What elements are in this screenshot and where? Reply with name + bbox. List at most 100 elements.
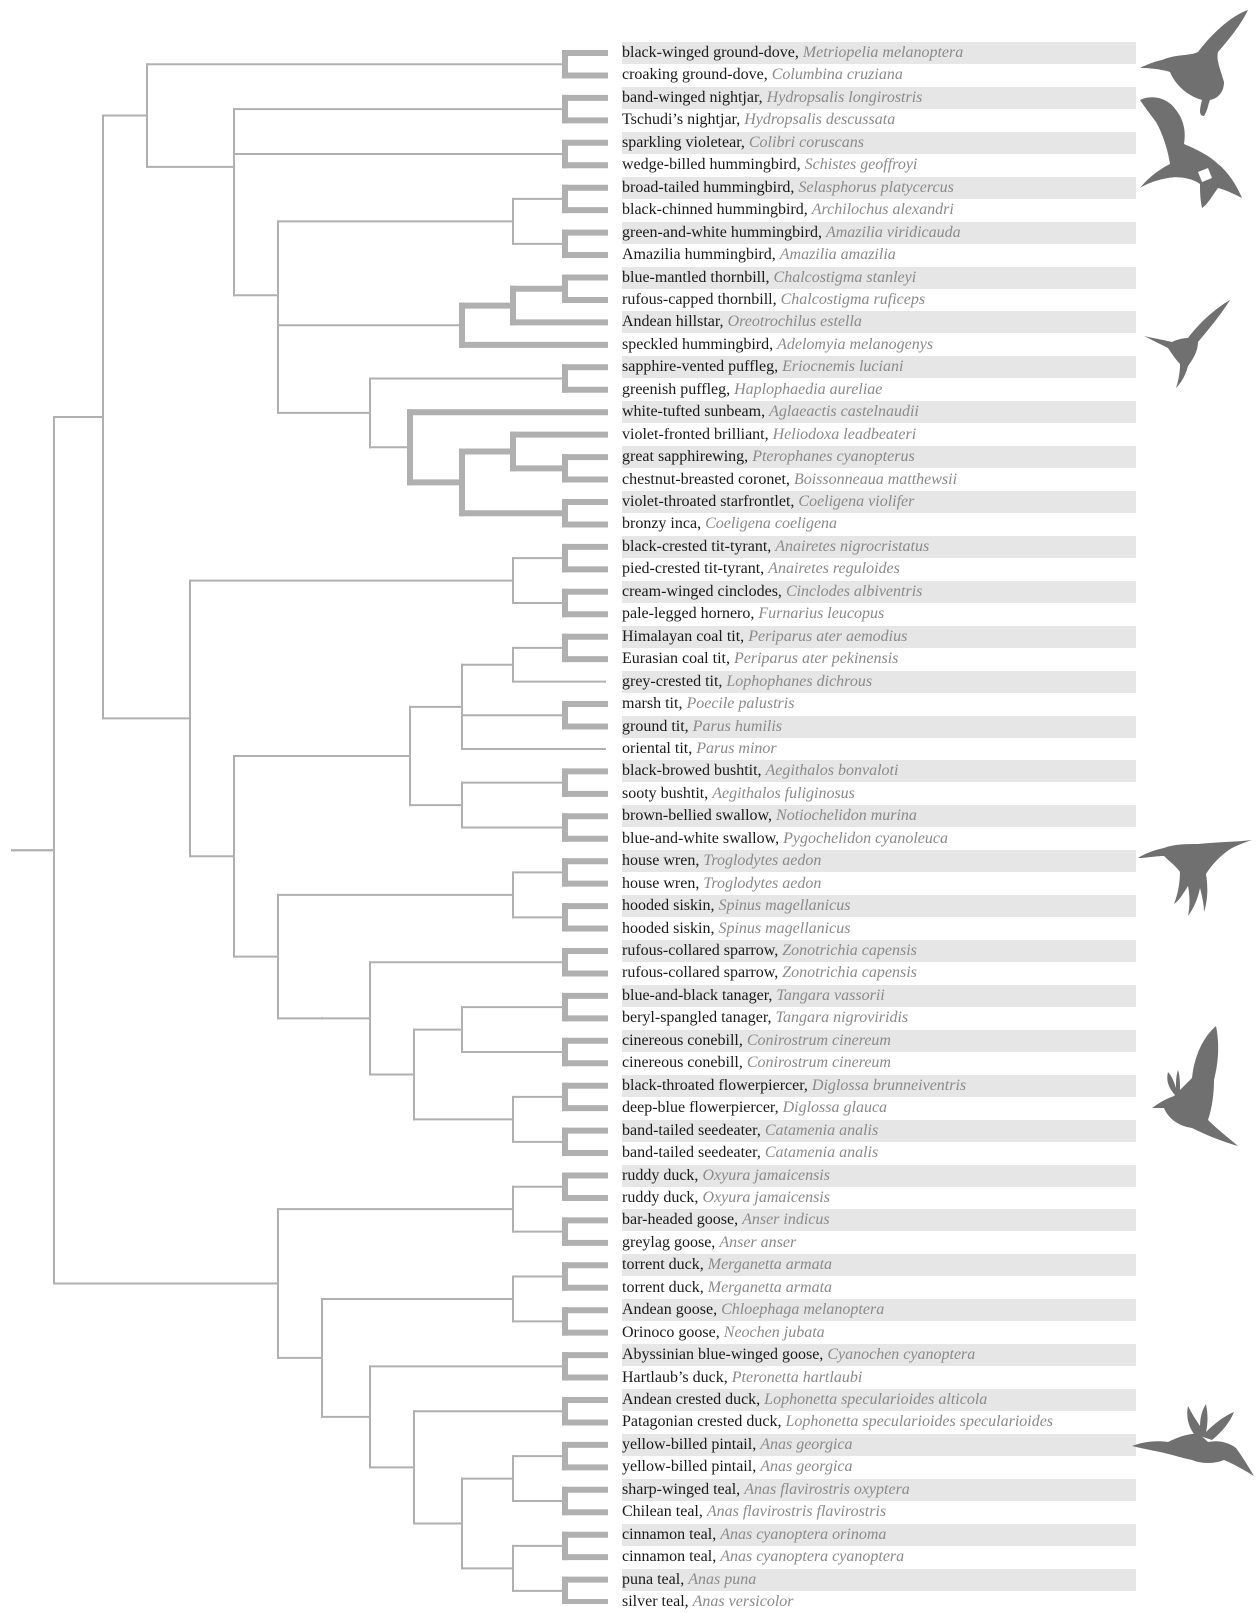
common-name: speckled hummingbird, — [622, 335, 778, 353]
tip-label: black-winged ground-dove, Metriopelia me… — [622, 42, 963, 64]
tip-label: Andean crested duck, Lophonetta specular… — [622, 1389, 987, 1411]
tip-row-band — [622, 1568, 1136, 1591]
scientific-name: Merganetta armata — [707, 1256, 833, 1274]
common-name: Tschudi’s nightjar, — [622, 111, 745, 129]
tip-row-band — [622, 850, 1136, 873]
scientific-name: Lophophanes dichrous — [726, 672, 873, 690]
scientific-name: Cinclodes albiventris — [785, 582, 923, 600]
tip-label: rufous-collared sparrow, Zonotrichia cap… — [622, 940, 917, 962]
common-name: cinereous conebill, — [622, 1054, 747, 1072]
scientific-name: Anairetes nigrocristatus — [775, 537, 930, 555]
scientific-name: Poecile palustris — [686, 695, 795, 713]
tip-row-band — [622, 940, 1136, 962]
tip-label: blue-and-white swallow, Pygochelidon cya… — [622, 828, 948, 850]
tip-row-band — [622, 715, 1136, 738]
tip-label: Eurasian coal tit, Periparus ater pekine… — [622, 648, 898, 670]
tip-row-band — [622, 625, 1136, 648]
tip-label: green-and-white hummingbird, Amazilia vi… — [622, 222, 961, 244]
common-name: Himalayan coal tit, — [622, 627, 749, 645]
common-name: cinereous conebill, — [622, 1031, 747, 1049]
common-name: deep-blue flowerpiercer, — [622, 1099, 783, 1117]
common-name: violet-throated starfrontlet, — [622, 493, 799, 510]
common-name: Amazilia hummingbird, — [622, 246, 780, 264]
scientific-name: Anas flavirostris oxyptera — [744, 1480, 910, 1498]
scientific-name: Amazilia amazilia — [779, 246, 896, 264]
common-name: Hartlaub’s duck, — [622, 1368, 732, 1386]
common-name: violet-fronted brilliant, — [622, 425, 773, 443]
tip-row-band — [622, 760, 1136, 783]
scientific-name: Schistes geoffroyi — [804, 156, 918, 174]
common-name: band-tailed seedeater, — [622, 1121, 765, 1139]
tip-label: grey-crested tit, Lophophanes dichrous — [622, 671, 872, 693]
common-name: puna teal, — [622, 1570, 689, 1588]
tip-label: silver teal, Anas versicolor — [622, 1591, 794, 1613]
common-name: house wren, — [622, 852, 704, 870]
tip-label: oriental tit, Parus minor — [622, 738, 777, 760]
scientific-name: Zonotrichia capensis — [782, 964, 917, 982]
common-name: ruddy duck, — [622, 1166, 703, 1184]
scientific-name: Periparus ater pekinensis — [733, 650, 899, 668]
tip-row-band — [622, 446, 1136, 469]
scientific-name: Furnarius leucopus — [758, 605, 885, 623]
tip-label: Chilean teal, Anas flavirostris flaviros… — [622, 1501, 886, 1523]
common-name: wedge-billed hummingbird, — [622, 156, 805, 174]
tip-label: Himalayan coal tit, Periparus ater aemod… — [622, 626, 907, 648]
scientific-name: Parus humilis — [692, 717, 783, 735]
tip-label: band-winged nightjar, Hydropsalis longir… — [622, 87, 922, 109]
tip-row-band — [622, 1523, 1136, 1546]
scientific-name: Spinus magellanicus — [718, 919, 851, 937]
common-name: Patagonian crested duck, — [622, 1413, 786, 1431]
tip-label: sparkling violetear, Colibri coruscans — [622, 132, 864, 154]
common-name: blue-mantled thornbill, — [622, 268, 774, 286]
common-name: ruddy duck, — [622, 1188, 703, 1206]
common-name: beryl-spangled tanager, — [622, 1009, 776, 1027]
tip-label: cinereous conebill, Conirostrum cinereum — [622, 1052, 891, 1074]
scientific-name: Diglossa glauca — [782, 1099, 888, 1117]
common-name: yellow-billed pintail, — [622, 1435, 761, 1453]
tip-label: greylag goose, Anser anser — [622, 1232, 796, 1254]
common-name: ground tit, — [622, 717, 693, 735]
scientific-name: Anas cyanoptera orinoma — [720, 1525, 887, 1543]
common-name: blue-and-white swallow, — [622, 829, 784, 847]
tip-label: rufous-collared sparrow, Zonotrichia cap… — [622, 962, 917, 984]
common-name: rufous-collared sparrow, — [622, 964, 783, 982]
scientific-name: Anas puna — [688, 1570, 757, 1588]
scientific-name: Haplophaedia aureliae — [734, 380, 883, 398]
scientific-name: Diglossa brunneiventris — [811, 1076, 967, 1094]
common-name: marsh tit, — [622, 695, 687, 713]
scientific-name: Periparus ater aemodius — [748, 627, 908, 645]
common-name: chestnut-breasted coronet, — [622, 470, 794, 488]
scientific-name: Neochen jubata — [723, 1323, 825, 1341]
common-name: silver teal, — [622, 1593, 693, 1611]
scientific-name: Aglaeactis castelnaudii — [769, 403, 919, 421]
common-name: black-browed bushtit, — [622, 762, 766, 780]
tip-label: Amazilia hummingbird, Amazilia amazilia — [622, 244, 896, 266]
scientific-name: Hydropsalis longirostris — [766, 88, 923, 106]
tip-row-band — [622, 311, 1136, 334]
tip-row-band — [622, 42, 1136, 64]
scientific-name: Boissonneaua matthewsii — [793, 470, 958, 488]
tip-label: brown-bellied swallow, Notiochelidon mur… — [622, 805, 917, 827]
tip-label: house wren, Troglodytes aedon — [622, 873, 821, 895]
common-name: sharp-winged teal, — [622, 1480, 745, 1498]
tip-label: black-throated flowerpiercer, Diglossa b… — [622, 1075, 966, 1097]
scientific-name: Troglodytes aedon — [703, 874, 822, 892]
scientific-name: Coeligena coeligena — [705, 515, 838, 533]
common-name: Eurasian coal tit, — [622, 650, 734, 668]
tip-label: cinnamon teal, Anas cyanoptera cyanopter… — [622, 1546, 904, 1568]
tip-label: torrent duck, Merganetta armata — [622, 1277, 832, 1299]
tip-label: great sapphirewing, Pterophanes cyanopte… — [622, 446, 915, 468]
tip-label: beryl-spangled tanager, Tangara nigrovir… — [622, 1007, 908, 1029]
tip-label: Patagonian crested duck, Lophonetta spec… — [622, 1411, 1053, 1433]
tip-label: wedge-billed hummingbird, Schistes geoff… — [622, 154, 917, 176]
scientific-name: Amazilia viridicauda — [825, 223, 961, 241]
common-name: Orinoco goose, — [622, 1323, 724, 1341]
common-name: great sapphirewing, — [622, 448, 753, 466]
tip-label: torrent duck, Merganetta armata — [622, 1254, 832, 1276]
scientific-name: Merganetta armata — [707, 1278, 833, 1296]
tip-row-band — [622, 491, 1136, 513]
tip-label: cream-winged cinclodes, Cinclodes albive… — [622, 581, 922, 603]
scientific-name: Anas georgica — [760, 1435, 853, 1453]
common-name: bronzy inca, — [622, 515, 706, 533]
